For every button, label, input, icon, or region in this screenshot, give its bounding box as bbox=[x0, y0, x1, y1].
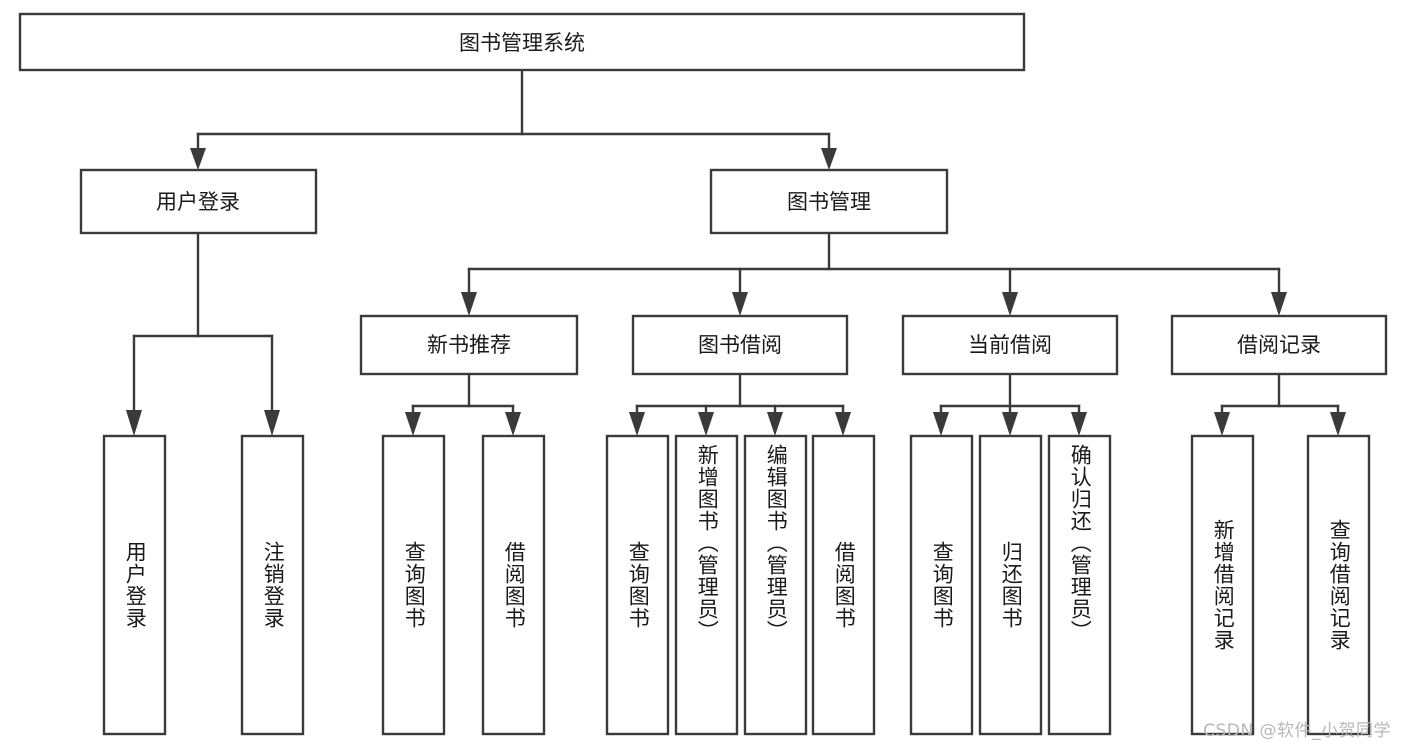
node-box-user-login[interactable] bbox=[79, 168, 318, 235]
watermark-text: CSDN @软件_小贺同学 bbox=[1203, 721, 1391, 741]
arrow-head-currentborrow bbox=[1002, 292, 1018, 316]
leaf-box-book-borrow-2[interactable] bbox=[674, 434, 739, 736]
leaf-box-current-borrow-1[interactable] bbox=[909, 434, 974, 736]
connector-group-newbook bbox=[405, 372, 521, 436]
arrow-head-leaf-bookborrow-1 bbox=[629, 412, 645, 436]
connector-group-bookmgmt bbox=[461, 231, 1287, 316]
node-box-current-borrow[interactable] bbox=[901, 314, 1119, 376]
node-box-book-borrow[interactable] bbox=[631, 314, 849, 376]
connector-group-currentborrow bbox=[933, 372, 1087, 436]
leaf-box-book-borrow-1[interactable] bbox=[605, 434, 670, 736]
arrow-head-userlogin bbox=[190, 148, 206, 170]
connector-group-userlogin bbox=[126, 231, 280, 436]
arrow-head-leaf-currentborrow-2 bbox=[1002, 412, 1018, 436]
leaf-box-book-borrow-4[interactable] bbox=[811, 434, 876, 736]
arrow-head-bookborrow bbox=[732, 292, 748, 316]
leaf-box-current-borrow-2[interactable] bbox=[978, 434, 1043, 736]
arrow-head-leaf-borrowrecord-2 bbox=[1330, 412, 1346, 436]
leaf-box-borrow-record-1[interactable] bbox=[1190, 434, 1255, 736]
arrow-head-leaf-borrowrecord-1 bbox=[1214, 412, 1230, 436]
leaf-box-user-login-1[interactable] bbox=[102, 434, 167, 736]
arrow-head-leaf-bookborrow-3 bbox=[767, 412, 783, 436]
node-box-borrow-record[interactable] bbox=[1170, 314, 1388, 376]
node-label-user-login: 用户登录 bbox=[156, 190, 240, 214]
connector-group-borrowrecord bbox=[1214, 372, 1346, 436]
node-label-book-management: 图书管理 bbox=[787, 190, 871, 214]
node-box-new-book-recommend[interactable] bbox=[359, 314, 579, 376]
leaf-box-new-book-1[interactable] bbox=[381, 434, 446, 736]
leaf-box-book-borrow-3[interactable] bbox=[743, 434, 808, 736]
arrow-head-leaf-bookborrow-2 bbox=[698, 412, 714, 436]
node-label-current-borrow: 当前借阅 bbox=[968, 333, 1052, 357]
leaf-box-current-borrow-3[interactable] bbox=[1047, 434, 1112, 736]
node-label-new-book-recommend: 新书推荐 bbox=[427, 333, 511, 357]
arrow-head-bookmgmt bbox=[821, 148, 837, 170]
node-label-book-borrow: 图书借阅 bbox=[698, 333, 782, 357]
leaf-box-borrow-record-2[interactable] bbox=[1306, 434, 1371, 736]
leaf-box-new-book-2[interactable] bbox=[481, 434, 546, 736]
arrow-head-leaf-user-login-1 bbox=[126, 410, 142, 436]
connector-group-bookborrow bbox=[629, 372, 851, 436]
node-box-book-management[interactable] bbox=[709, 168, 949, 235]
leaf-box-user-login-2[interactable] bbox=[240, 434, 305, 736]
arrow-head-leaf-newbook-1 bbox=[405, 412, 421, 436]
arrow-head-leaf-newbook-2 bbox=[505, 412, 521, 436]
arrow-head-leaf-currentborrow-1 bbox=[933, 412, 949, 436]
arrow-head-borrowrecord bbox=[1271, 292, 1287, 316]
arrow-head-leaf-currentborrow-3 bbox=[1071, 412, 1087, 436]
connector-group-root bbox=[190, 68, 837, 170]
node-label-root: 图书管理系统 bbox=[459, 31, 585, 55]
arrow-head-leaf-user-login-2 bbox=[264, 410, 280, 436]
node-box-root[interactable] bbox=[18, 12, 1026, 72]
arrow-head-leaf-bookborrow-4 bbox=[835, 412, 851, 436]
node-label-borrow-record: 借阅记录 bbox=[1237, 333, 1321, 357]
arrow-head-newbook bbox=[461, 292, 477, 316]
